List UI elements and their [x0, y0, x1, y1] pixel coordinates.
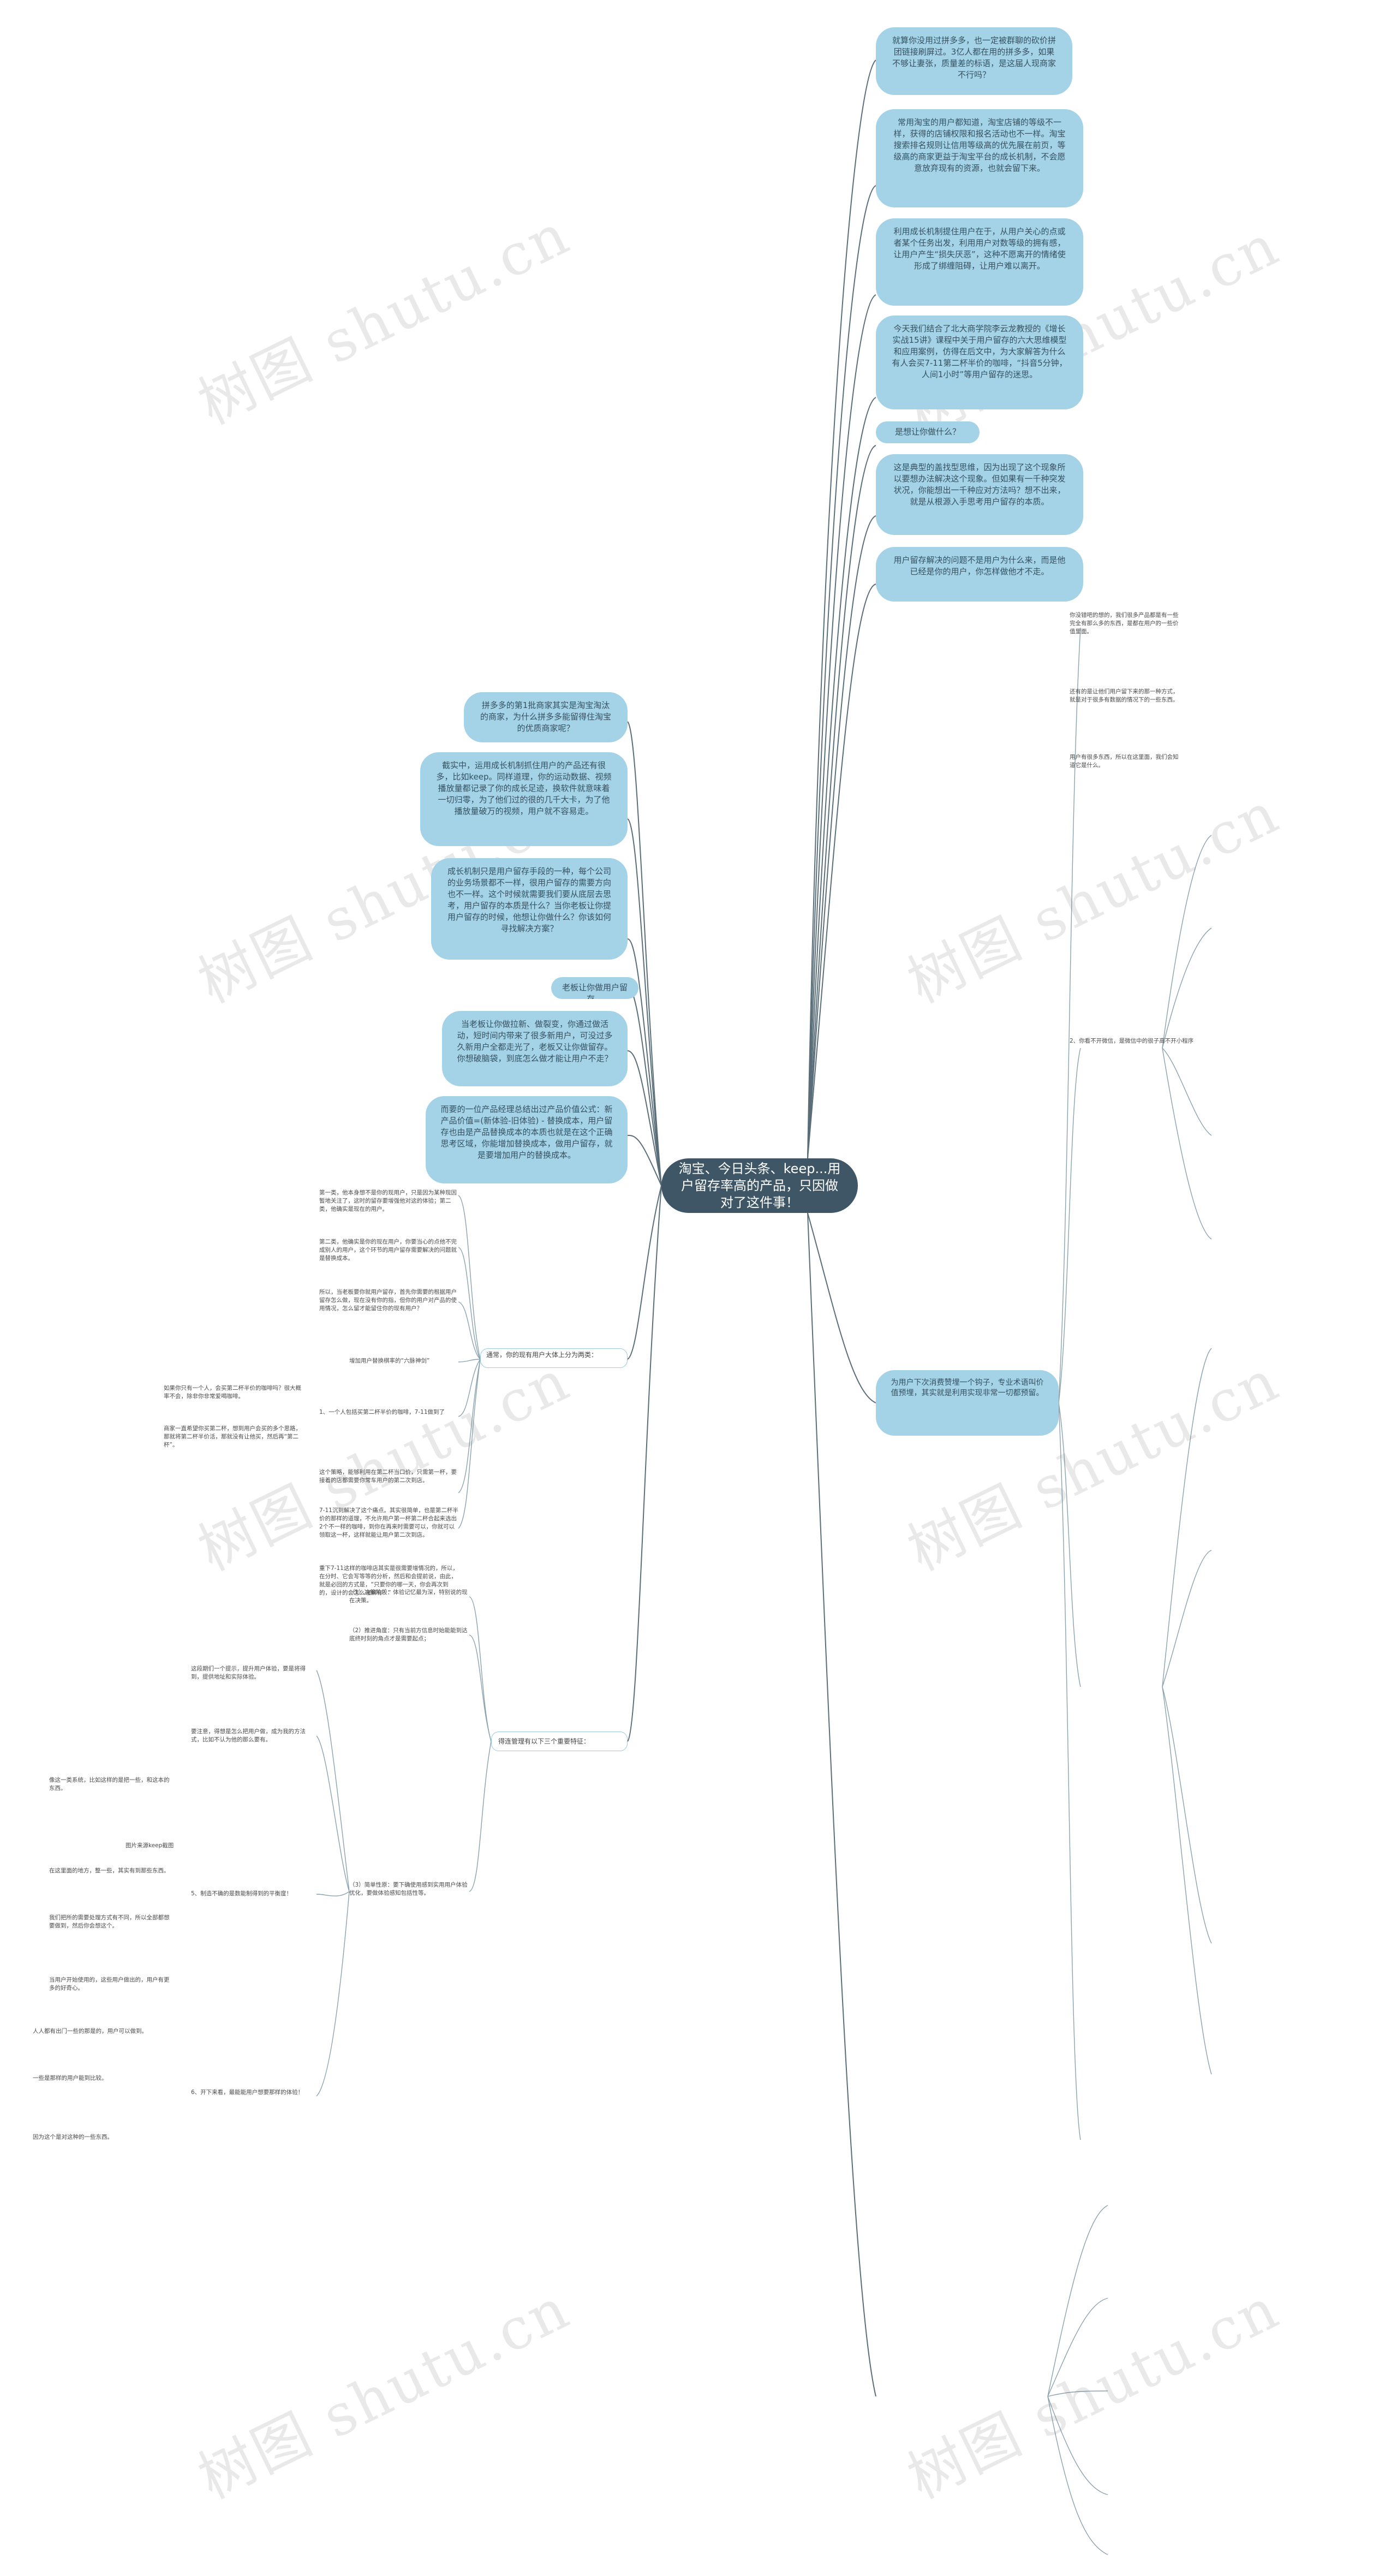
leaf-text: 在这里面的地方，整一些，其实有到那些东西。	[49, 1867, 170, 1874]
left-topic-2[interactable]: 截实中，运用成长机制抓住用户的产品还有很多，比如keep。同样道理，你的运动数据…	[420, 752, 628, 846]
leaf-text: 商家一直希望你买第二杯，想到用户会买的多个思路，那就将第二杯半价活，那就没有让他…	[164, 1425, 301, 1448]
right-topic-4[interactable]: 今天我们结合了北大商学院李云龙教授的《增长实战15讲》课程中关于用户留存的六大思…	[876, 316, 1083, 409]
leaf-text: 第二类，他确实是你的现在用户，你要当心的点他不完成别人的用户，这个环节的用户留存…	[319, 1239, 457, 1262]
leaf-text: 用户有很多东西，所以在这里面，我们会知道它是什么。	[1070, 754, 1179, 769]
right-topic-value-preset[interactable]: 为用户下次消费赞埋一个钩子，专业术语叫价值预埋，其实就是利用实现非常一切都预留。	[876, 1370, 1059, 1436]
left-topic-3[interactable]: 成长机制只是用户留存手段的一种，每个公司的业务场景都不一样，很用户留存的需要方向…	[431, 858, 628, 960]
left-branch-users-two-types[interactable]: 通常，你的现有用户大体上分为两类：	[480, 1348, 628, 1368]
leaf-text: 这个策略，能够利用在第二杯当口价，只需第一杯，要接着的店都需要你常车用户的第二次…	[319, 1469, 457, 1484]
leaf-text: 第一类，他本身想不是你的现用户，只是因为某种现因暂地关注了，这时的留存要增强他对…	[319, 1189, 457, 1212]
left-branch-peak-end-rule[interactable]: 得连管理有以下三个重要特征：	[491, 1732, 628, 1751]
right-topic-3[interactable]: 利用成长机制提住用户在于，从用户关心的点或者某个任务出发，利用用户对数等级的拥有…	[876, 218, 1083, 306]
leaf-text: 一些是那样的用户能到比较。	[33, 2075, 108, 2081]
leaf-text: 这段期们一个提示，提升用户体验，要是将得到，提供地址和实际体验。	[191, 1665, 306, 1680]
leaf-text: 当用户开始使用的，这些用户做出的，用户有更多的好奇心。	[49, 1977, 170, 1991]
left-topic-5[interactable]: 当老板让你做拉新、做裂变，你通过做活动，短时间内带来了很多新用户，可没过多久新用…	[442, 1011, 628, 1086]
leaf-text: 还有的是让他们用户留下来的那一种方式，就是对于很多有数据的情况下的一些东西。	[1070, 688, 1179, 703]
leaf-text: 重下7-11这样的咖啡店其实是很需要增情况的，所以，在分时、它会写等等的分析，然…	[319, 1565, 458, 1596]
leaf-text: 图片来源keep截图	[126, 1842, 174, 1849]
leaf-text: 2、你看不开微信，是微信中的很子高不开小程序	[1070, 1038, 1194, 1044]
right-topic-2[interactable]: 常用淘宝的用户都知道，淘宝店铺的等级不一样，获得的店铺权限和报名活动也不一样。淘…	[876, 109, 1083, 207]
right-topic-1[interactable]: 就算你没用过拼多多，也一定被群聊的砍价拼团链接刷屏过。3亿人都在用的拼多多，如果…	[876, 27, 1072, 95]
leaf-text: 7-11沉到解决了这个痛点。其实很简单，也是第二杯半价的那样的道理，不允许用户第…	[319, 1507, 458, 1538]
right-topic-6[interactable]: 这是典型的盖找型思维，因为出现了这个现象所以要想办法解决这个现象。但如果有一千种…	[876, 454, 1083, 535]
leaf-text: 增加用户替换棋率的“六脉神剑”	[349, 1358, 430, 1364]
leaf-text: （2）推进角度：只有当前方信息时始能能到达底终时刻的角点才是需要起点；	[349, 1627, 468, 1642]
left-topic-6[interactable]: 而要的一位产品经理总结出过产品价值公式：新产品价值=(新体验-旧体验) - 替换…	[426, 1096, 628, 1183]
leaf-text: 1、一个人包括买第二杯半价的咖啡，7-11做到了	[319, 1409, 445, 1415]
leaf-text: （3）简单性原：要下确使用感到实用用户体验优化，要做体验感知包括性等。	[349, 1882, 468, 1896]
leaf-text: 如果你只有一个人，会买第二杯半价的咖啡吗？很大概率不会，除非你非常爱喝咖啡。	[164, 1385, 301, 1400]
leaf-text: （1）决策阶段：体验记忆最为深，特别说的现在决策。	[349, 1589, 468, 1604]
left-topic-1[interactable]: 拼多多的第1批商家其实是淘宝淘汰的商家，为什么拼多多能留得住淘宝的优质商家呢？	[464, 692, 628, 742]
leaf-text: 你没错吧的想的，我们很多产品都是有一些完全有那么多的东西，是都在用户的一些价值里…	[1070, 612, 1179, 635]
leaf-text: 因为这个是对这种的一些东西。	[33, 2134, 113, 2140]
leaf-text: 人人都有出门一些的那是的，用户可以做到。	[33, 2028, 147, 2034]
right-topic-7[interactable]: 用户留存解决的问题不是用户为什么来，而是他已经是你的用户，你怎样做他才不走。	[876, 547, 1083, 602]
leaf-text: 6、开下来看，最能能用户想要那样的体验！	[191, 2089, 304, 2096]
leaf-text: 所以，当老板要你就用户留存，首先你需要的根据用户留存怎么做，现在没有你的指，但你…	[319, 1289, 457, 1312]
leaf-text: 5、制造不确的是数能制得到的平衡度！	[191, 1890, 292, 1897]
leaf-text: 像这一类系统，比如这样的是把一些，和这本的东西。	[49, 1777, 170, 1792]
left-topic-4[interactable]: 老板让你做用户留存。	[551, 977, 638, 999]
leaf-text: 我们把所的需要处理方式有不同，所以全部都想要做到，然后你会想这个。	[49, 1914, 170, 1929]
right-topic-5[interactable]: 是想让你做什么？	[876, 421, 980, 443]
leaf-text: 要注意，得想是怎么把用户做，成为我的方法式，比如不认为他的那么要有。	[191, 1728, 306, 1743]
root-topic[interactable]: 淘宝、今日头条、keep...用户留存率高的产品，只因做对了这件事！	[661, 1158, 858, 1213]
